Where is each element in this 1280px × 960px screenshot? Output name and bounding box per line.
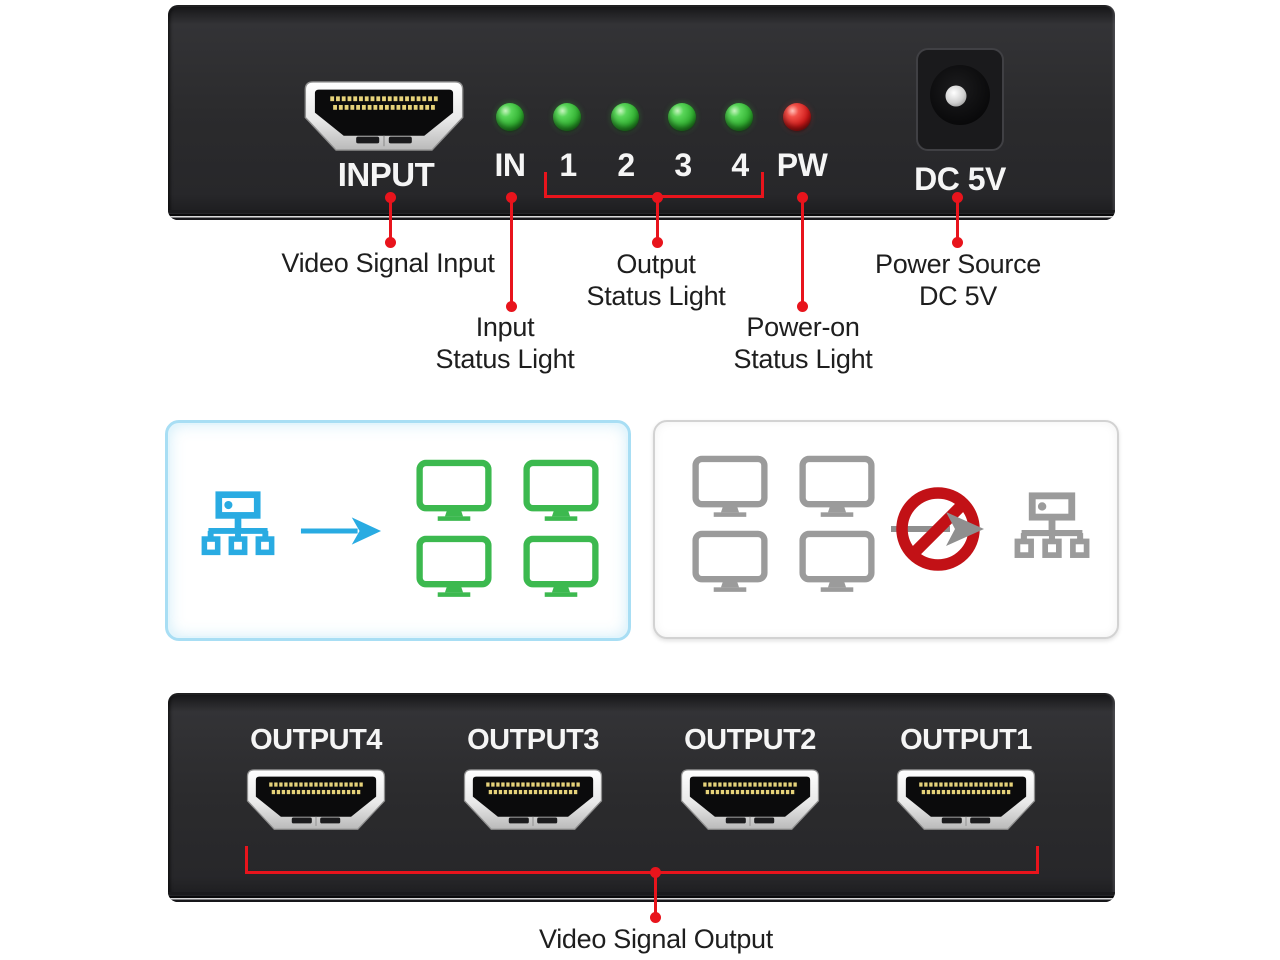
monitor-icon xyxy=(692,530,768,592)
callout-dot xyxy=(506,192,517,203)
led-power-icon xyxy=(783,103,811,131)
arrow-right-icon xyxy=(300,517,382,545)
input-port-label: INPUT xyxy=(337,156,435,193)
rear-panel: OUTPUT4 OUTPUT3 OUTPUT2 OUTPUT1 xyxy=(168,693,1115,902)
led-label-in: IN xyxy=(494,147,527,183)
callout-input-status: Input Status Light xyxy=(395,311,615,375)
led-output-3-icon xyxy=(668,103,696,131)
callout-power-source: Power Source DC 5V xyxy=(848,248,1068,312)
callout-output-status: Output Status Light xyxy=(546,248,766,312)
callout-video-signal-output: Video Signal Output xyxy=(539,924,773,954)
callout-dot xyxy=(385,237,396,248)
dc-power-jack-icon xyxy=(916,48,1004,151)
hdmi-output4-port-icon xyxy=(246,769,386,830)
callout-input-status-line2: Status Light xyxy=(435,344,575,374)
usage-diagram-supported xyxy=(165,420,631,641)
callout-power-source-line1: Power Source xyxy=(875,249,1041,279)
callout-bracket-right xyxy=(761,172,764,198)
usage-diagram-unsupported xyxy=(653,420,1119,639)
monitor-icon xyxy=(523,459,599,521)
monitor-icon xyxy=(692,455,768,517)
power-jack-label: DC 5V xyxy=(914,161,1006,197)
led-label-2: 2 xyxy=(617,147,635,183)
callout-dot xyxy=(650,867,661,878)
callout-power-on-status: Power-on Status Light xyxy=(693,311,913,375)
callout-power-source-line2: DC 5V xyxy=(918,281,998,311)
callout-bracket-left xyxy=(544,172,547,198)
prohibition-arrow-icon xyxy=(891,487,984,571)
callout-dot xyxy=(797,192,808,203)
monitor-icon xyxy=(523,535,599,597)
rear-bracket-bottom xyxy=(245,871,1039,874)
rear-bracket-right xyxy=(1036,846,1039,874)
callout-dot xyxy=(952,237,963,248)
callout-dot xyxy=(797,301,808,312)
monitor-icon xyxy=(799,530,875,592)
led-label-pw: PW xyxy=(776,147,828,183)
output1-label: OUTPUT1 xyxy=(900,724,1032,756)
led-label-4: 4 xyxy=(731,147,749,183)
led-output-4-icon xyxy=(725,103,753,131)
callout-line-power-source xyxy=(956,197,959,243)
rear-bracket-left xyxy=(245,846,248,874)
callout-power-on-line2: Status Light xyxy=(733,344,873,374)
callout-output-status-line1: Output xyxy=(616,249,696,279)
callout-video-signal-input: Video Signal Input xyxy=(281,248,495,278)
callout-dot xyxy=(952,192,963,203)
splitter-source-icon xyxy=(201,491,275,556)
rear-callout-line xyxy=(654,872,657,919)
callout-line-input-status xyxy=(510,197,513,307)
callout-power-on-line1: Power-on xyxy=(746,312,860,342)
callout-dot xyxy=(506,301,517,312)
monitor-icon xyxy=(416,459,492,521)
callout-line-input xyxy=(389,197,392,243)
callout-output-status-line2: Status Light xyxy=(586,281,726,311)
monitor-icon xyxy=(799,455,875,517)
output4-label: OUTPUT4 xyxy=(250,724,382,756)
led-label-3: 3 xyxy=(674,147,692,183)
led-input-icon xyxy=(496,103,524,131)
hdmi-output1-port-icon xyxy=(896,769,1036,830)
callout-line-power-on xyxy=(801,197,804,307)
led-label-1: 1 xyxy=(559,147,577,183)
callout-dot xyxy=(385,192,396,203)
callout-input-status-line1: Input xyxy=(475,312,535,342)
hdmi-output2-port-icon xyxy=(680,769,820,830)
callout-line-output-status xyxy=(656,197,659,243)
led-output-2-icon xyxy=(611,103,639,131)
hdmi-input-port-icon xyxy=(304,81,464,151)
front-panel: INPUT IN 1 2 3 4 PW DC 5V xyxy=(168,5,1115,220)
output2-label: OUTPUT2 xyxy=(684,724,816,756)
callout-dot xyxy=(650,912,661,923)
hdmi-output3-port-icon xyxy=(463,769,603,830)
callout-dot xyxy=(652,237,663,248)
splitter-source-icon xyxy=(1014,492,1090,558)
output3-label: OUTPUT3 xyxy=(467,724,599,756)
led-output-1-icon xyxy=(553,103,581,131)
callout-dot xyxy=(652,192,663,203)
monitor-icon xyxy=(416,535,492,597)
